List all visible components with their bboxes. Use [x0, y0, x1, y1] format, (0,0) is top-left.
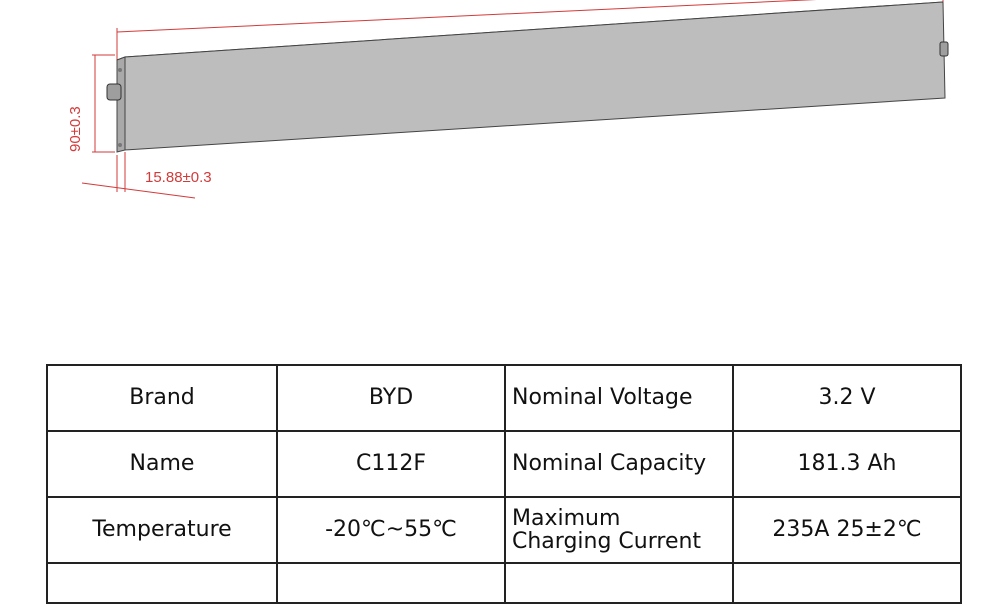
max-charging-current-label-line1: Maximum	[512, 505, 621, 531]
max-charging-current-value: 235A 25±2℃	[732, 496, 962, 564]
width-dimension-line	[81, 182, 196, 199]
table-row: Temperature -20℃~55℃ Maximum Charging Cu…	[46, 496, 962, 564]
nominal-voltage-value: 3.2 V	[732, 364, 962, 432]
table-cell-empty	[504, 562, 734, 604]
name-label: Name	[46, 430, 278, 498]
terminal-left	[106, 83, 122, 101]
table-row: Name C112F Nominal Capacity 181.3 Ah	[46, 430, 962, 498]
table-row	[46, 562, 962, 604]
table-cell-empty	[46, 562, 278, 604]
cell-front-face	[124, 1, 946, 151]
nominal-capacity-value: 181.3 Ah	[732, 430, 962, 498]
table-cell-empty	[732, 562, 962, 604]
length-dimension-line	[116, 0, 817, 33]
brand-label: Brand	[46, 364, 278, 432]
spec-table: Brand BYD Nominal Voltage 3.2 V Name C11…	[46, 364, 962, 604]
nominal-voltage-label: Nominal Voltage	[504, 364, 734, 432]
width-dimension-label: 15.88±0.3	[145, 169, 212, 186]
max-charging-current-label: Maximum Charging Current	[504, 496, 734, 564]
brand-value: BYD	[276, 364, 506, 432]
temperature-label: Temperature	[46, 496, 278, 564]
name-value: C112F	[276, 430, 506, 498]
terminal-right	[939, 41, 949, 57]
max-charging-current-label-line2: Charging Current	[512, 529, 702, 554]
vent-small-bottom	[118, 143, 122, 147]
table-cell-empty	[276, 562, 506, 604]
nominal-capacity-label: Nominal Capacity	[504, 430, 734, 498]
height-dimension-label: 90±0.3	[67, 106, 84, 152]
temperature-value: -20℃~55℃	[276, 496, 506, 564]
table-row: Brand BYD Nominal Voltage 3.2 V	[46, 364, 962, 432]
vent-small-top	[118, 68, 122, 72]
battery-cell-drawing: 90±0.3 15.88±0.3	[67, 0, 949, 199]
